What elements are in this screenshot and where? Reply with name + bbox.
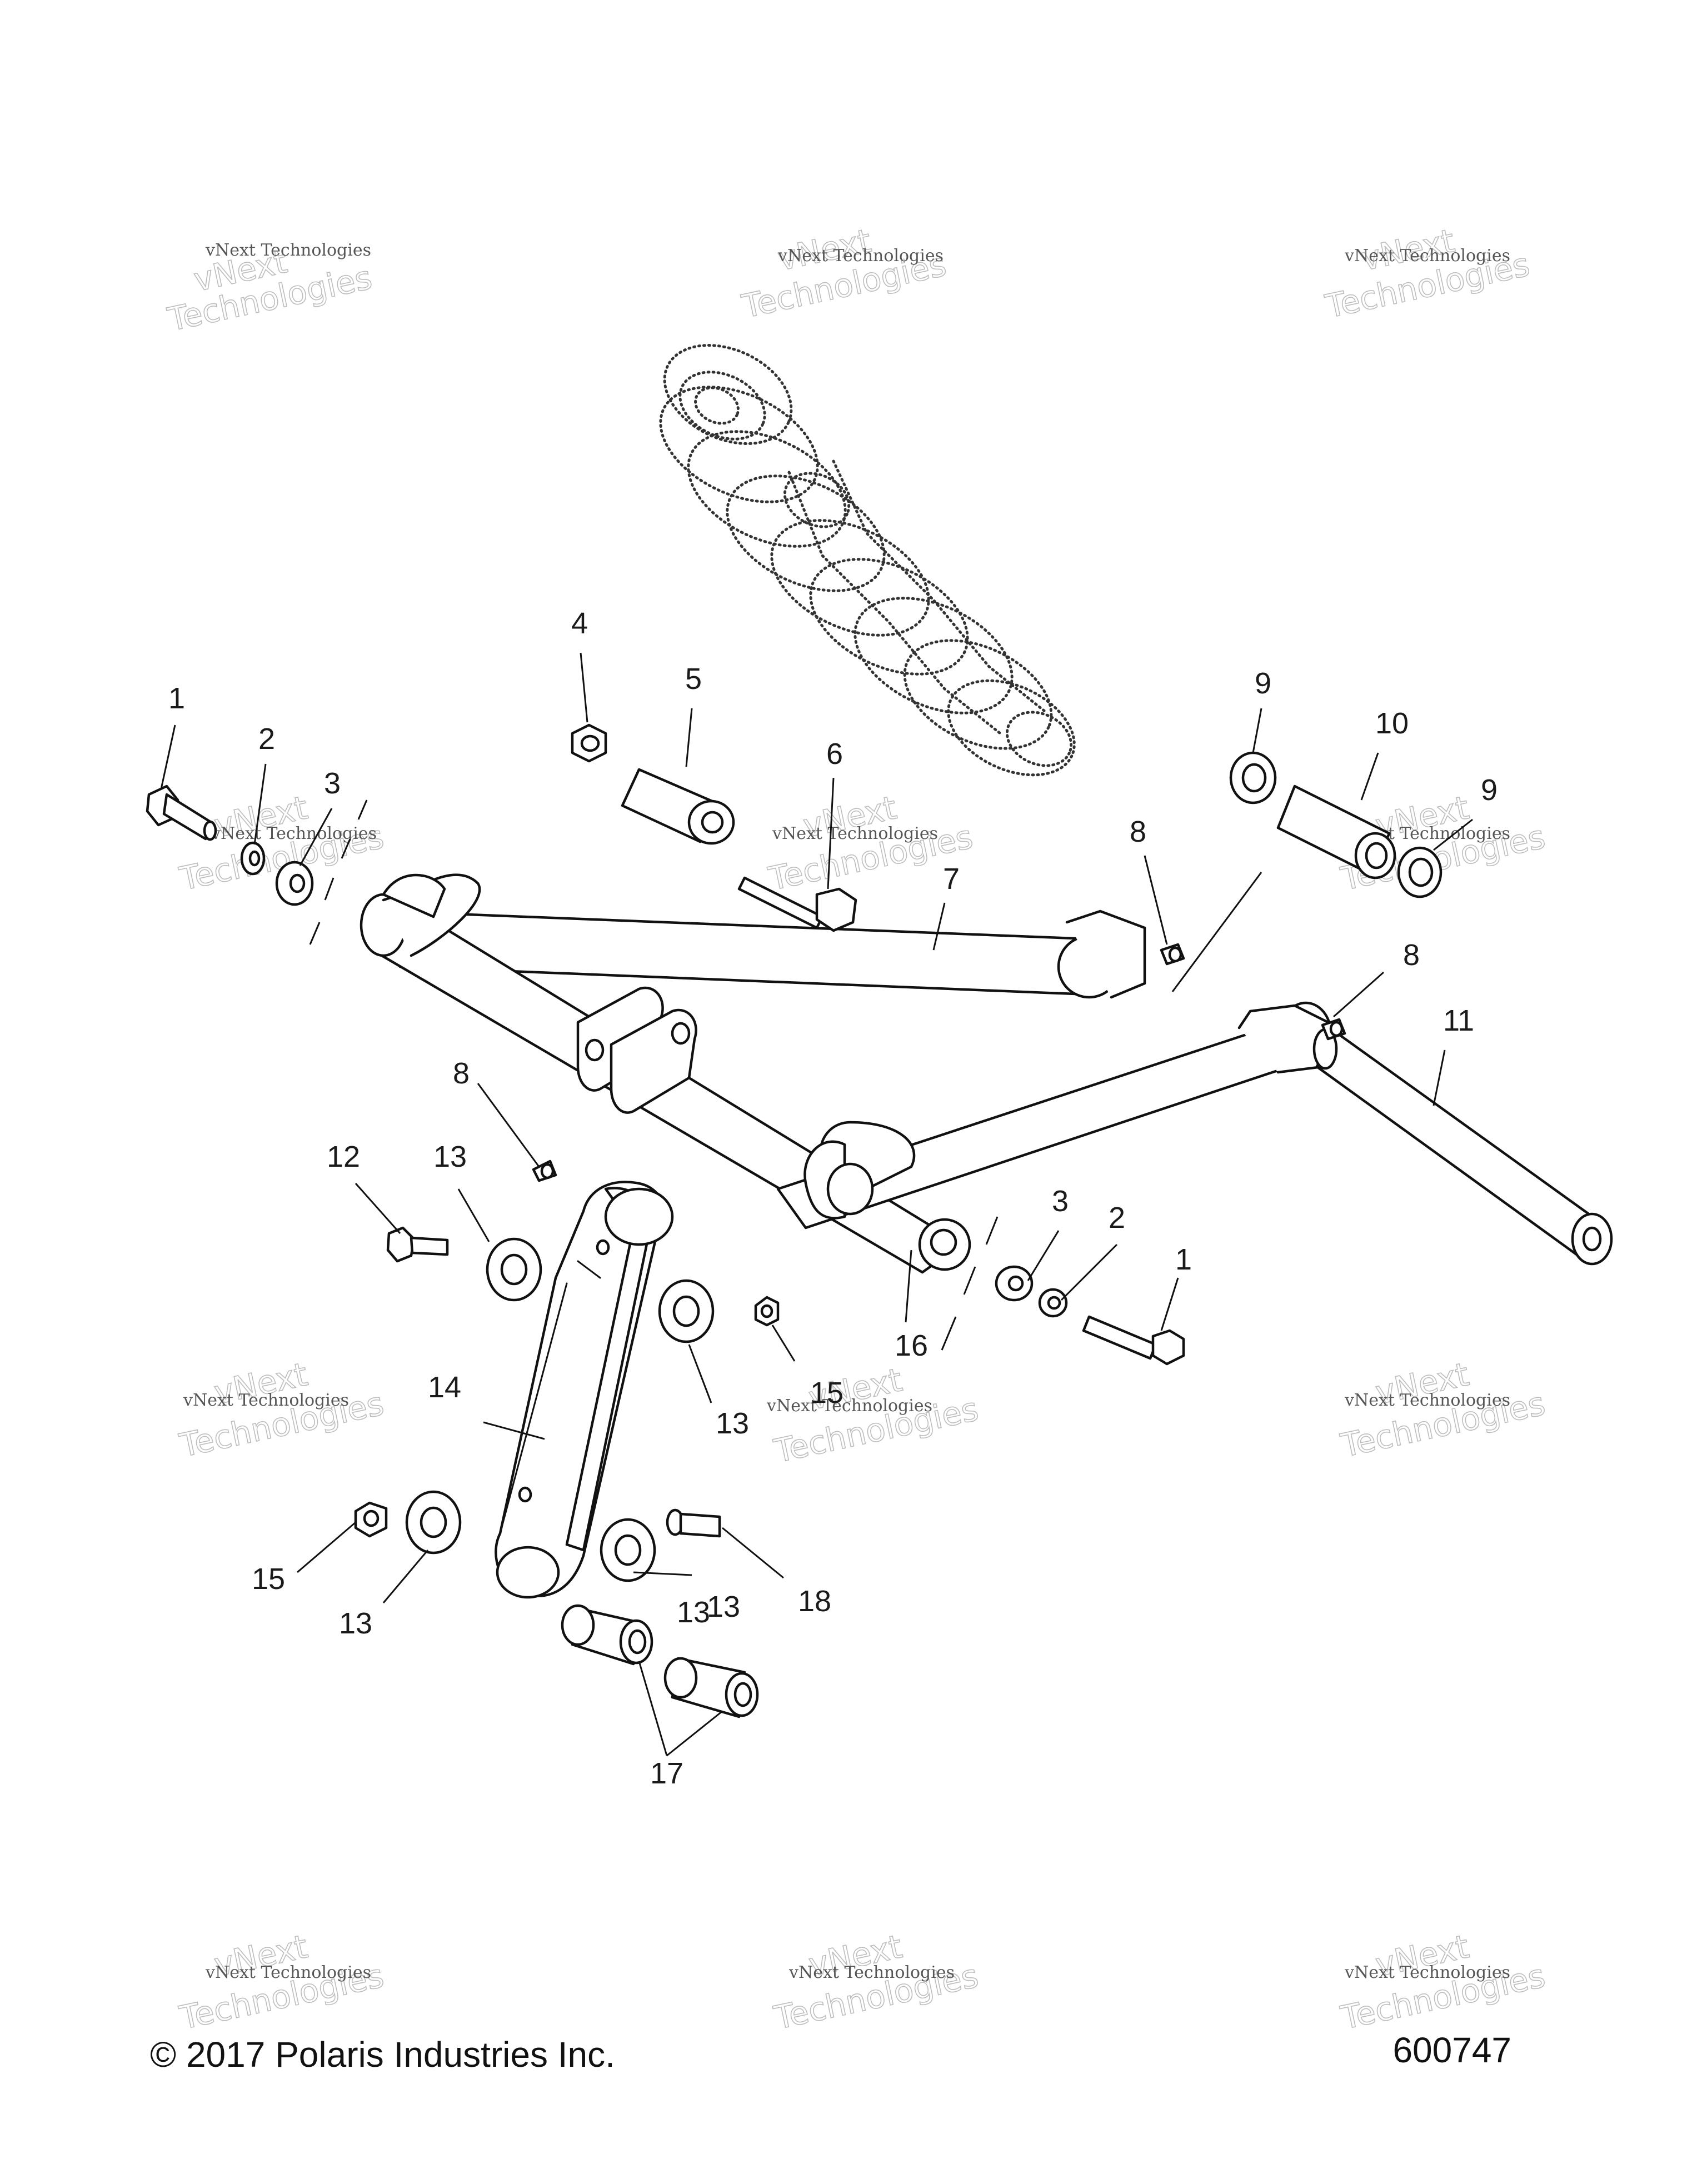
callout-label: 6 xyxy=(826,737,843,771)
watermark-text: vNext Technologies xyxy=(1344,1391,1510,1410)
watermark-top-right: vNext Technologies vNext Technologies xyxy=(1321,221,1533,326)
part-17-main-arm xyxy=(360,873,1332,1274)
watermark-text: vNext Technologies xyxy=(1344,1963,1510,1982)
callout-label: 17 xyxy=(650,1757,683,1790)
watermark-text: vNext Technologies xyxy=(183,1391,349,1410)
callout-label: 13 xyxy=(716,1407,749,1440)
part-6-bolt xyxy=(737,876,857,932)
callout-label: 10 xyxy=(1375,707,1409,740)
part-9-washer-lower xyxy=(1397,846,1443,898)
callout-label: 13 xyxy=(707,1590,740,1623)
callout-label: 13 xyxy=(433,1140,467,1173)
watermark-text: vNext Technologies xyxy=(205,241,371,260)
part-10-bushing xyxy=(1276,784,1396,879)
watermark-bottom-center: vNext Technologies vNext Technologies xyxy=(770,1927,982,2037)
part-8-grease-fitting-right xyxy=(1321,1018,1346,1041)
part-14-link-arm xyxy=(495,1181,674,1599)
watermark-bottom-left: vNext Technologies vNext Technologies xyxy=(176,1927,387,2037)
callout-label: 18 xyxy=(798,1585,831,1618)
part-18-pin xyxy=(666,1508,721,1538)
watermark-text: vNext Technologies xyxy=(788,1963,955,1982)
callout-label: 8 xyxy=(1130,815,1146,848)
copyright-text: © 2017 Polaris Industries Inc. xyxy=(150,2035,615,2075)
part-13-flange-washer-d xyxy=(600,1518,656,1582)
callout-label: 3 xyxy=(1052,1185,1069,1218)
watermark-low-right: vNext Technologies vNext Technologies xyxy=(1337,1355,1549,1465)
part-8-grease-fitting-left xyxy=(532,1160,557,1182)
watermark-text: vNext Technologies xyxy=(777,246,944,266)
watermark-bottom-right: vNext Technologies vNext Technologies xyxy=(1337,1927,1549,2037)
callout-label: 14 xyxy=(428,1371,461,1404)
callout-label: 13 xyxy=(339,1607,372,1640)
part-13-flange-washer-b xyxy=(658,1279,715,1343)
callout-label: 1 xyxy=(1175,1243,1192,1276)
figure-number: 600747 xyxy=(1392,2030,1511,2070)
callout-label: 3 xyxy=(324,767,341,800)
callout-label: 4 xyxy=(571,607,588,640)
callout-label: 12 xyxy=(327,1140,360,1173)
part-15-nut-upper xyxy=(754,1296,780,1327)
watermark-text: vNext Technologies xyxy=(205,1963,371,1982)
callout-label: 1 xyxy=(168,682,185,715)
watermark-top-left: vNext Technologies vNext Technologies xyxy=(164,241,376,339)
callout-label: 16 xyxy=(895,1329,928,1362)
part-1-bolt-right xyxy=(1082,1315,1185,1366)
part-3-washer-right xyxy=(995,1265,1034,1302)
part-15-nut-lower xyxy=(354,1501,388,1538)
part-2-lockwasher-right xyxy=(1038,1288,1068,1318)
callout-label: 13 xyxy=(677,1596,710,1629)
part-16-bushing-right xyxy=(663,1657,759,1718)
callout-label: 2 xyxy=(258,722,275,756)
watermark-low-center: vNext Technologies vNext Technologies xyxy=(766,1360,982,1470)
part-8-grease-fitting-upper xyxy=(1160,943,1185,966)
callout-label: 15 xyxy=(810,1376,843,1410)
callouts: 1 2 3 4 5 6 7 8 8 8 9 10 9 11 12 13 13 1… xyxy=(168,607,1498,1790)
watermark-low-left: vNext Technologies vNext Technologies xyxy=(176,1355,387,1465)
watermark-text: vNext Technologies xyxy=(772,824,938,843)
watermark-text: vNext Technologies xyxy=(766,1396,932,1416)
callout-label: 9 xyxy=(1481,773,1498,807)
callout-label: 8 xyxy=(1403,938,1420,972)
leader-lines xyxy=(160,652,1473,1757)
part-16-bushing-left xyxy=(561,1604,653,1666)
callout-label: 8 xyxy=(453,1057,470,1090)
callout-label: 5 xyxy=(685,662,702,696)
part-13-flange-washer-c xyxy=(405,1490,462,1555)
callout-label: 11 xyxy=(1443,1004,1474,1037)
watermark-text: vNext Technologies xyxy=(1344,246,1510,266)
callout-label: 7 xyxy=(943,862,960,896)
part-4-nut xyxy=(571,723,607,763)
part-7-upper-tube xyxy=(382,909,1146,999)
watermark-text: vNext Technologies xyxy=(211,824,377,843)
part-5-spacer xyxy=(621,768,735,845)
part-3-washer-left xyxy=(275,861,314,906)
callout-label: 9 xyxy=(1255,667,1271,700)
callout-label: 2 xyxy=(1109,1201,1125,1235)
part-12-screw xyxy=(386,1226,449,1263)
part-9-washer-upper xyxy=(1229,751,1277,804)
part-13-flange-washer-a xyxy=(486,1237,542,1302)
watermark-top-center: vNext Technologies vNext Technologies xyxy=(738,221,950,326)
callout-label: 15 xyxy=(252,1562,285,1596)
shock-spring-phantom xyxy=(659,344,1076,777)
part-2-lockwasher-left xyxy=(240,841,266,876)
part-1-bolt-left xyxy=(146,784,217,841)
part-11-shaft xyxy=(1312,1028,1613,1266)
